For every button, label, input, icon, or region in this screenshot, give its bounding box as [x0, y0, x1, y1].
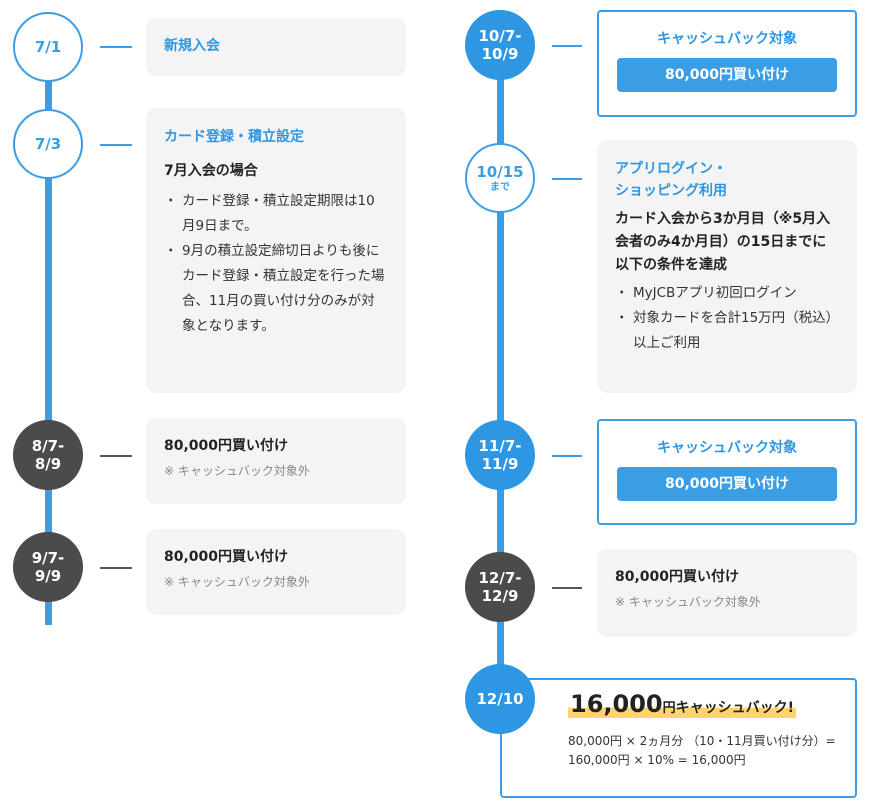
card-title: カード登録・積立設定	[164, 129, 304, 145]
condition-list: MyJCBアプリ初回ログイン 対象カードを合計15万円（税込）以上ご利用	[615, 281, 839, 356]
cashback-headline: 16,000円キャッシュバック!	[568, 690, 797, 718]
card-title: ショッピング利用	[615, 183, 727, 199]
cashback-title: キャッシュバック対象	[657, 31, 797, 47]
step-card-dec-purchase: 80,000円買い付け ※ キャッシュバック対象外	[597, 549, 857, 637]
list-item: MyJCBアプリ初回ログイン	[615, 281, 839, 306]
cashback-card-oct: キャッシュバック対象 80,000円買い付け	[597, 10, 857, 117]
connector	[552, 455, 582, 457]
step-card-sep-purchase: 80,000円買い付け ※ キャッシュバック対象外	[146, 529, 406, 615]
card-note: ※ キャッシュバック対象外	[164, 575, 310, 589]
date-circle-12-7: 12/7- 12/9	[465, 552, 535, 622]
date-circle-9-7: 9/7- 9/9	[13, 532, 83, 602]
date-circle-7-1: 7/1	[13, 12, 83, 82]
connector	[100, 144, 132, 146]
card-note: ※ キャッシュバック対象外	[615, 595, 761, 609]
card-title: アプリログイン・	[615, 161, 727, 177]
card-subtitle: 7月入会の場合	[164, 163, 258, 179]
date-label: 11/9	[481, 455, 519, 473]
cashback-title: キャッシュバック対象	[657, 440, 797, 456]
date-label: 9/7-	[31, 549, 65, 567]
connector	[552, 45, 582, 47]
step-card-signup: 新規入会	[146, 18, 406, 76]
date-circle-8-7: 8/7- 8/9	[13, 420, 83, 490]
connector	[552, 178, 582, 180]
cashback-result-card: 16,000円キャッシュバック! 80,000円 × 2ヵ月分 （10・11月買…	[500, 678, 857, 798]
date-label: 7/1	[34, 38, 62, 56]
card-title: 新規入会	[164, 38, 220, 54]
card-title: 80,000円買い付け	[164, 549, 289, 565]
date-circle-7-3: 7/3	[13, 109, 83, 179]
card-note: ※ キャッシュバック対象外	[164, 464, 310, 478]
date-label: 10/15	[476, 162, 524, 181]
step-card-registration: カード登録・積立設定 7月入会の場合 カード登録・積立設定期限は10月9日まで。…	[146, 108, 406, 393]
date-label: 11/7-	[478, 437, 522, 455]
date-label: 12/9	[481, 587, 519, 605]
cashback-card-nov: キャッシュバック対象 80,000円買い付け	[597, 419, 857, 525]
step-card-app-login: アプリログイン・ ショッピング利用 カード入会から3か月目（※5月入会者のみ4か…	[597, 140, 857, 393]
step-card-aug-purchase: 80,000円買い付け ※ キャッシュバック対象外	[146, 418, 406, 504]
left-timeline-line	[45, 60, 52, 625]
date-circle-11-7: 11/7- 11/9	[465, 420, 535, 490]
connector	[100, 455, 132, 457]
card-title: 80,000円買い付け	[615, 569, 740, 585]
date-label: 9/9	[34, 567, 62, 585]
cashback-unit: 円	[662, 701, 676, 716]
connector	[100, 46, 132, 48]
date-label: 8/7-	[31, 437, 65, 455]
date-circle-10-7: 10/7- 10/9	[465, 10, 535, 80]
right-timeline-line	[497, 50, 504, 730]
date-label: 10/7-	[478, 27, 522, 45]
date-label: 8/9	[34, 455, 62, 473]
list-item: カード登録・積立設定期限は10月9日まで。	[164, 189, 388, 239]
date-circle-10-15: 10/15 まで	[465, 143, 535, 213]
condition-list: カード登録・積立設定期限は10月9日まで。 9月の積立設定締切日よりも後にカード…	[164, 189, 388, 339]
cashback-text: キャッシュバック!	[675, 700, 795, 716]
cashback-amount: 16,000	[570, 690, 663, 718]
date-label: 12/10	[476, 690, 524, 708]
list-item: 対象カードを合計15万円（税込）以上ご利用	[615, 306, 839, 356]
list-item: 9月の積立設定締切日よりも後にカード登録・積立設定を行った場合、11月の買い付け…	[164, 239, 388, 339]
date-label: 10/9	[481, 45, 519, 63]
card-subtitle: カード入会から3か月目（※5月入会者のみ4か月目）の15日までに以下の条件を達成	[615, 211, 831, 273]
date-sublabel: まで	[490, 181, 510, 193]
date-label: 7/3	[34, 135, 62, 153]
purchase-badge: 80,000円買い付け	[617, 467, 837, 501]
cashback-calculation: 80,000円 × 2ヵ月分 （10・11月買い付け分）= 160,000円 ×…	[568, 734, 836, 767]
purchase-badge: 80,000円買い付け	[617, 58, 837, 92]
connector	[552, 587, 582, 589]
connector	[100, 567, 132, 569]
date-label: 12/7-	[478, 569, 522, 587]
date-circle-12-10: 12/10	[465, 664, 535, 734]
card-title: 80,000円買い付け	[164, 438, 289, 454]
